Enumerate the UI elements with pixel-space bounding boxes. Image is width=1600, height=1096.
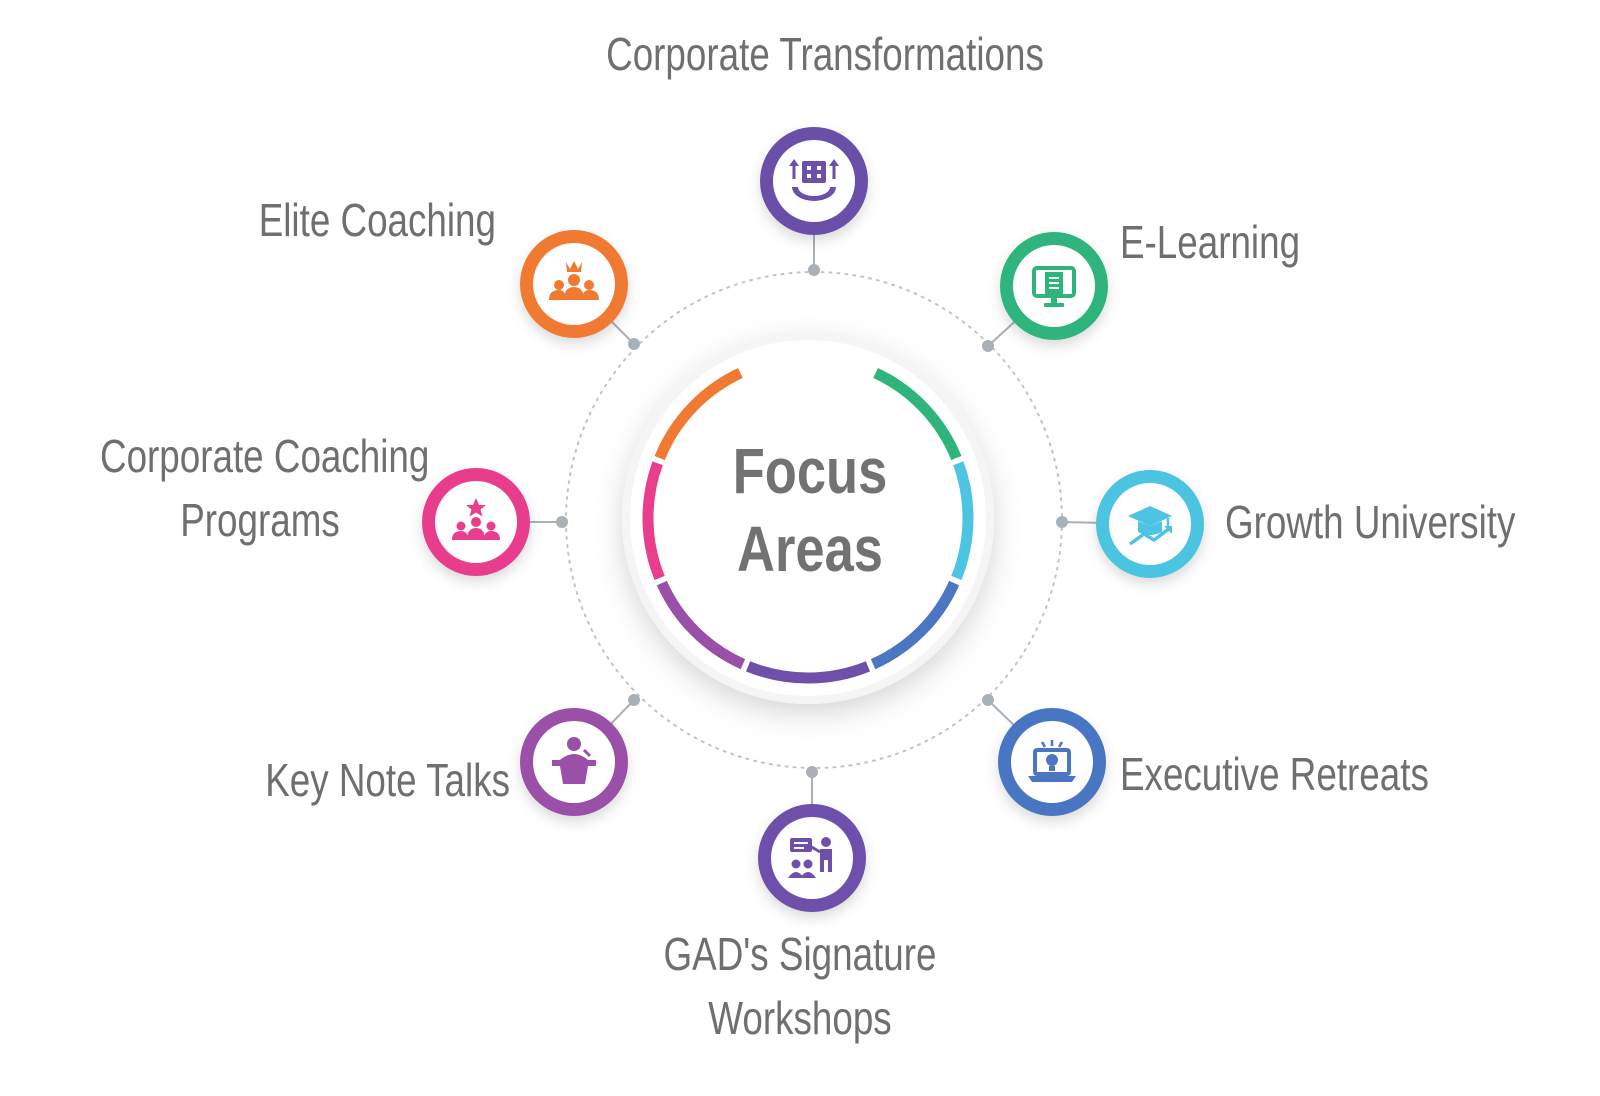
orbit-dot-gw — [806, 766, 818, 778]
label-corporate-coaching-programs-line1: Corporate Coaching — [100, 430, 430, 482]
node-el — [1000, 232, 1108, 340]
node-er — [998, 708, 1106, 816]
node-cc — [422, 468, 530, 576]
label-signature-workshops-line2: Workshops — [708, 992, 892, 1044]
label-executive-retreats: Executive Retreats — [1120, 742, 1429, 806]
area-nodes — [422, 127, 1204, 912]
arc-segment-2 — [951, 461, 974, 580]
label-key-note-talks: Key Note Talks — [142, 748, 510, 812]
center-title: Focus Areas — [712, 432, 909, 588]
arc-segment-4 — [746, 661, 870, 684]
label-key-note-talks-text: Key Note Talks — [265, 754, 510, 806]
arc-segment-6 — [642, 461, 665, 580]
node-ct — [760, 127, 868, 235]
arc-segment-7 — [654, 368, 743, 461]
orbit-dot-gu — [1056, 516, 1068, 528]
label-corporate-coaching-programs: Corporate Coaching Programs — [100, 424, 430, 552]
label-e-learning: E-Learning — [1120, 210, 1300, 274]
laptop-lightbulb-icon — [1028, 740, 1076, 782]
presenter-audience-icon — [788, 837, 832, 878]
label-signature-workshops-line1: GAD's Signature — [663, 928, 937, 980]
label-corporate-coaching-programs-line2: Programs — [180, 494, 340, 546]
center-title-line2: Areas — [737, 513, 883, 585]
label-growth-university: Growth University — [1225, 490, 1515, 554]
orbit-dot-ec — [628, 338, 640, 350]
graduation-cap-growth-icon — [1128, 506, 1172, 546]
label-signature-workshops: GAD's Signature Workshops — [544, 922, 1056, 1050]
node-gu — [1096, 470, 1204, 578]
team-crown-icon — [549, 261, 599, 300]
node-kn — [520, 708, 628, 816]
orbit-dot-cc — [556, 516, 568, 528]
arc-segment-3 — [870, 580, 960, 670]
arc-segment-5 — [656, 580, 746, 670]
speaker-podium-icon — [552, 737, 596, 784]
building-gear-icon — [789, 159, 839, 201]
color-arc-segments — [642, 368, 974, 684]
orbit-dot-el — [982, 340, 994, 352]
orbit-dot-ct — [808, 264, 820, 276]
center-disc-inner — [630, 340, 986, 696]
orbit-dot-er — [982, 694, 994, 706]
label-corporate-transformations-text: Corporate Transformations — [606, 28, 1044, 80]
label-e-learning-text: E-Learning — [1120, 216, 1301, 268]
monitor-document-icon — [1032, 266, 1076, 307]
node-ec — [520, 230, 628, 338]
team-star-icon — [452, 498, 500, 540]
label-corporate-transformations: Corporate Transformations — [517, 22, 1133, 86]
label-elite-coaching-text: Elite Coaching — [258, 194, 496, 246]
arc-segment-1 — [873, 368, 962, 461]
label-executive-retreats-text: Executive Retreats — [1120, 748, 1429, 800]
label-elite-coaching: Elite Coaching — [131, 188, 496, 252]
node-disc-gw — [771, 817, 853, 899]
node-gw — [758, 804, 866, 912]
orbit-dot-kn — [628, 694, 640, 706]
label-growth-university-text: Growth University — [1225, 496, 1516, 548]
center-title-line1: Focus — [732, 435, 888, 507]
